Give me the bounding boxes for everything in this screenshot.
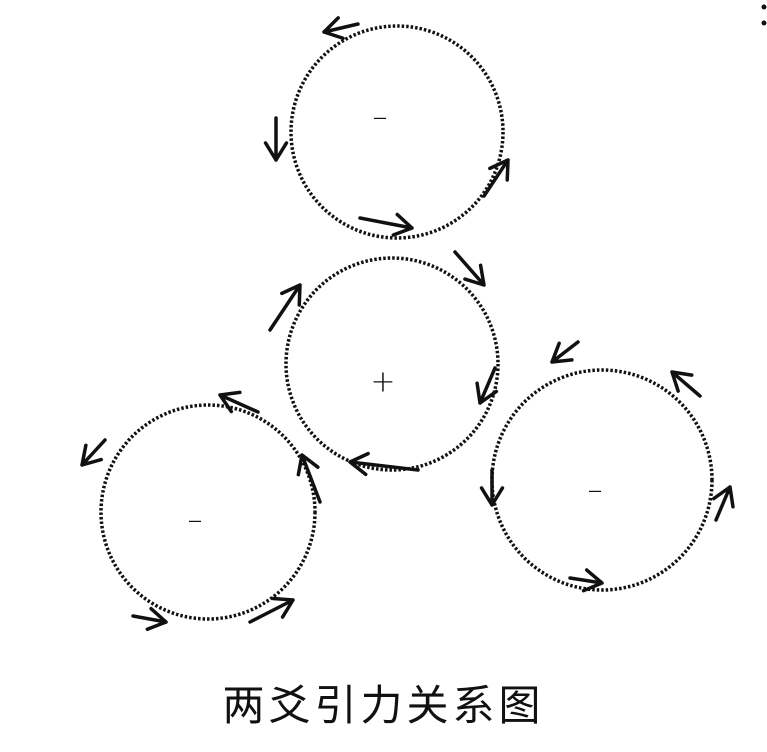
- circle-bottom-left: [99, 403, 317, 621]
- arrow-icon: [482, 158, 510, 198]
- sign-top: –: [372, 99, 388, 135]
- edge-mark: [761, 4, 767, 26]
- circle-center: [284, 256, 500, 472]
- arrow-icon: [296, 453, 322, 504]
- sign-right: –: [587, 472, 603, 508]
- arrow-icon: [479, 468, 505, 507]
- arrow-icon: [475, 366, 499, 405]
- diagram-title: 两爻引力关系图: [222, 681, 545, 730]
- arrow-icon: [550, 340, 580, 364]
- arrow-icon: [322, 16, 360, 41]
- arrow-icon: [268, 283, 302, 332]
- arrow-icon: [248, 596, 295, 624]
- arrow-icon: [348, 451, 420, 477]
- circle-top: [289, 24, 505, 240]
- arrow-icon: [711, 485, 735, 522]
- sign-center: +: [370, 364, 396, 400]
- arrow-icon: [80, 438, 107, 467]
- arrow-icon: [218, 390, 260, 414]
- arrow-icon: [358, 212, 414, 237]
- arrow-icon: [263, 116, 289, 162]
- circle-right: [490, 368, 714, 592]
- arrow-icon: [670, 370, 702, 398]
- arrow-icon: [568, 568, 604, 593]
- arrow-icon: [131, 606, 168, 631]
- sign-bottom-left: –: [187, 502, 203, 538]
- arrow-icon: [453, 250, 486, 287]
